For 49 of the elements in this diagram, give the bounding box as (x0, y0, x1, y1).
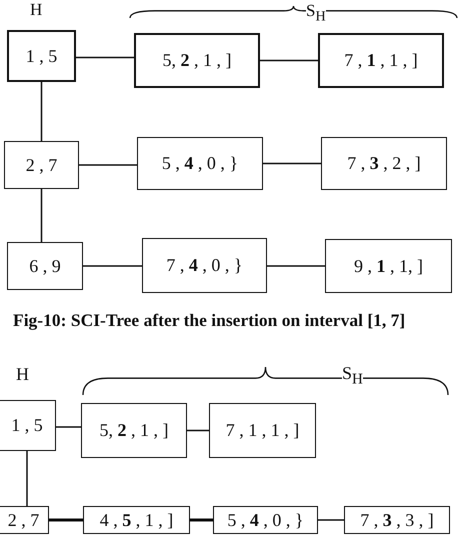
connector-line (267, 265, 325, 267)
figure-caption: Fig-10: SCI-Tree after the insertion on interval [1, 7] (13, 312, 406, 330)
list-node-box (142, 238, 267, 293)
list-node-box (209, 403, 316, 458)
connector-line (83, 265, 142, 267)
node-value: 4 , 5 , 1 , ] (100, 510, 174, 530)
node-value: 7 , 1 , 1 , ] (226, 420, 300, 441)
node-value: 1 , 5 (26, 46, 58, 66)
list-node-box (0, 506, 49, 534)
node-value: 9 , 1, 1, ] (354, 256, 423, 276)
list-node-box (81, 403, 187, 458)
connector-line (40, 82, 42, 141)
connector-line (187, 430, 209, 432)
list-node-box (7, 242, 83, 290)
list-node-box (213, 506, 318, 534)
list-node-box (318, 33, 444, 88)
connector-line (56, 426, 81, 428)
list-node-box (7, 30, 76, 82)
connector-line (260, 60, 318, 62)
connector-line (263, 162, 321, 164)
connector-line (76, 56, 134, 58)
connector-line (49, 518, 83, 522)
node-value: 7 , 3 , 2 , ] (347, 153, 421, 174)
list-node-box (83, 506, 190, 534)
list-node-box (134, 33, 260, 88)
connector-line (26, 451, 28, 506)
connector-line (79, 164, 137, 166)
node-value: 5, 2 , 1 , ] (100, 420, 168, 441)
node-value: 7 , 3 , 3 , ] (360, 510, 434, 530)
set-label: H (30, 1, 42, 18)
node-value: 7 , 4 , 0 , } (166, 255, 243, 276)
list-node-box (4, 141, 79, 189)
list-node-box (0, 400, 56, 451)
node-value: 2 , 7 (8, 510, 40, 530)
connector-line (190, 518, 213, 522)
node-value: 6 , 9 (29, 256, 61, 276)
set-label: H (16, 365, 29, 383)
list-node-box (321, 137, 447, 190)
node-value: 5, 2 , 1 , ] (162, 50, 232, 71)
connector-line (318, 519, 344, 521)
node-value: 5 , 4 , 0 , } (227, 510, 304, 530)
node-value: 1 , 5 (11, 415, 43, 436)
node-value: 2 , 7 (26, 154, 58, 176)
list-node-box (344, 506, 450, 534)
list-node-box (325, 239, 452, 293)
node-value: 5 , 4 , 0 , } (162, 153, 238, 174)
list-node-box (137, 137, 263, 190)
connector-line (40, 189, 42, 242)
node-value: 7 , 1 , 1 , ] (344, 50, 418, 71)
